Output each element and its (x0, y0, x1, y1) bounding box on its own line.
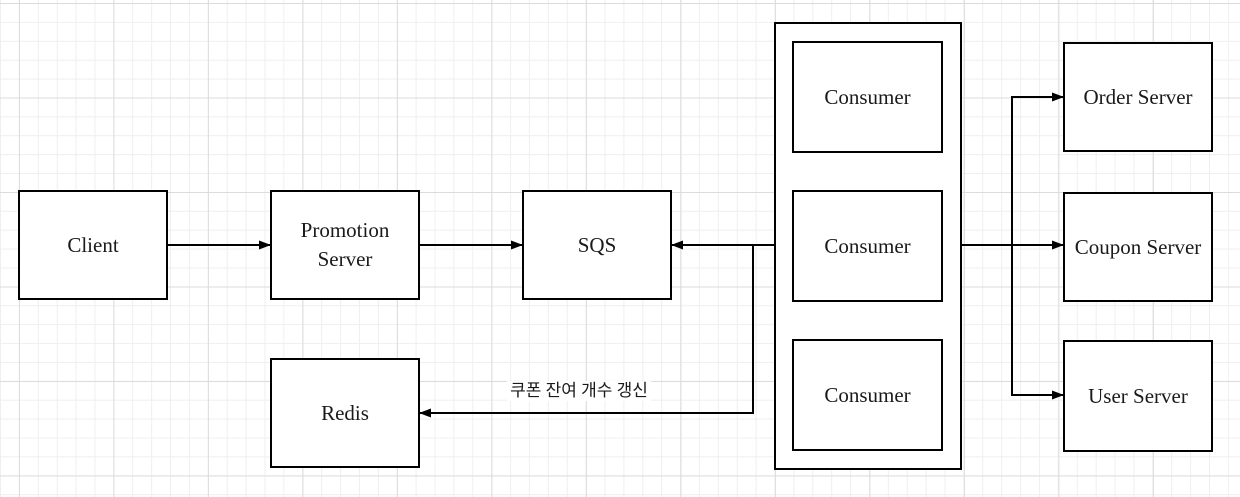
node-coupon-server-label: Coupon Server (1074, 234, 1202, 259)
edge-consumers-to-order-server[interactable] (1011, 92, 1064, 245)
node-redis[interactable]: Redis (270, 358, 420, 468)
node-consumer-3[interactable]: Consumer (792, 339, 943, 451)
node-order-server[interactable]: Order Server (1063, 42, 1213, 152)
node-consumer-1-label: Consumer (824, 84, 911, 109)
node-sqs-label: SQS (577, 232, 617, 257)
edge-consumers-to-user-server[interactable] (1011, 245, 1064, 400)
node-promotion-server[interactable]: Promotion Server (270, 190, 420, 300)
node-consumer-3-label: Consumer (824, 382, 911, 407)
edge-consumers-to-redis[interactable] (419, 245, 754, 418)
node-user-server[interactable]: User Server (1063, 340, 1213, 452)
node-client[interactable]: Client (18, 190, 168, 300)
node-consumer-2[interactable]: Consumer (792, 190, 943, 302)
node-user-server-label: User Server (1088, 383, 1188, 408)
node-redis-label: Redis (321, 400, 369, 425)
node-client-label: Client (67, 232, 119, 257)
edge-label-coupon-count-update: 쿠폰 잔여 개수 갱신 (507, 381, 651, 401)
node-consumer-2-label: Consumer (824, 233, 911, 258)
node-order-server-label: Order Server (1083, 84, 1193, 109)
node-sqs[interactable]: SQS (522, 190, 672, 300)
node-consumer-1[interactable]: Consumer (792, 41, 943, 153)
node-promotion-server-label: Promotion Server (300, 218, 390, 271)
node-coupon-server[interactable]: Coupon Server (1063, 192, 1213, 302)
